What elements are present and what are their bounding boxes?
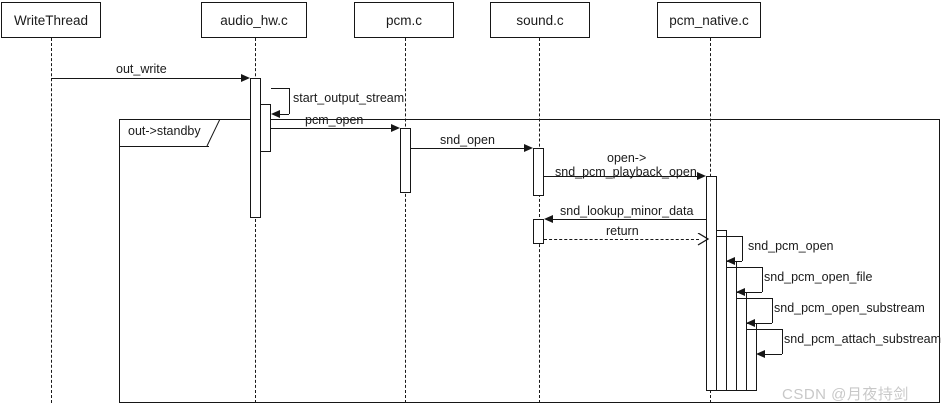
message-line-snd-pcm-open-file-bottom — [745, 292, 762, 293]
message-label-snd-pcm-playback-open-line1: open-> — [607, 151, 647, 165]
message-label-return: return — [606, 224, 639, 238]
message-label-snd-lookup-minor-data: snd_lookup_minor_data — [560, 204, 694, 218]
participant-label-writethread: WriteThread — [13, 12, 89, 28]
participant-label-pcm: pcm.c — [385, 12, 422, 28]
participant-sound[interactable]: sound.c — [490, 2, 590, 38]
message-label-snd-open: snd_open — [440, 133, 495, 147]
message-line-start-output-stream-right — [289, 88, 290, 114]
message-line-snd-pcm-attach-substream-right — [782, 329, 783, 354]
message-arrowhead-return — [697, 233, 710, 246]
message-label-snd-pcm-playback-open-line2: snd_pcm_playback_open — [555, 165, 697, 179]
message-arrowhead-snd-lookup-minor-data — [544, 214, 553, 223]
message-line-start-output-stream-top — [271, 88, 289, 89]
message-arrowhead-snd-pcm-open — [726, 256, 735, 265]
message-label-start-output-stream: start_output_stream — [293, 91, 405, 105]
fragment-tab-bottom-edge — [120, 146, 209, 147]
message-line-snd-pcm-open-bottom — [735, 261, 742, 262]
message-line-snd-pcm-open-top — [717, 236, 742, 237]
message-label-out-write: out_write — [116, 62, 167, 76]
fragment-tab-corner-icon — [206, 119, 221, 147]
activation-audio-hw-inner — [260, 104, 271, 152]
activation-pcm-main — [400, 128, 411, 193]
participant-label-audio-hw: audio_hw.c — [220, 12, 288, 28]
activation-sound-open — [533, 148, 544, 196]
participant-audio-hw[interactable]: audio_hw.c — [201, 2, 307, 38]
message-line-snd-pcm-open-file-top — [727, 267, 762, 268]
message-label-snd-pcm-open-file: snd_pcm_open_file — [764, 270, 873, 284]
message-arrowhead-snd-pcm-playback-open — [697, 171, 706, 180]
participant-writethread[interactable]: WriteThread — [1, 2, 101, 38]
participant-label-sound: sound.c — [516, 12, 564, 28]
message-arrowhead-pcm-open — [391, 123, 400, 132]
message-arrowhead-snd-open — [524, 143, 533, 152]
fragment-box-out-standby — [119, 119, 940, 403]
message-label-snd-pcm-attach-substream: snd_pcm_attach_substream — [784, 332, 942, 346]
message-line-return — [544, 239, 699, 240]
message-label-snd-pcm-open-substream: snd_pcm_open_substream — [774, 301, 925, 315]
message-line-pcm-open — [271, 128, 391, 129]
message-arrowhead-snd-pcm-open-substream — [746, 318, 755, 327]
message-line-snd-open — [411, 148, 524, 149]
participant-label-pcm-native: pcm_native.c — [669, 12, 749, 28]
message-line-snd-pcm-open-substream-top — [737, 298, 772, 299]
watermark-text: CSDN @月夜持剑 — [782, 386, 909, 403]
message-line-snd-pcm-open-right — [742, 236, 743, 261]
fragment-tab-out-standby: out->standby — [120, 120, 220, 146]
message-line-snd-pcm-playback-open — [544, 176, 697, 177]
message-arrowhead-snd-pcm-open-file — [736, 287, 745, 296]
message-label-pcm-open: pcm_open — [305, 113, 364, 127]
message-line-out-write — [51, 78, 241, 79]
message-line-snd-pcm-open-file-right — [762, 267, 763, 292]
message-arrowhead-out-write — [241, 73, 250, 82]
lifeline-pcm — [405, 38, 406, 403]
message-label-snd-pcm-open: snd_pcm_open — [748, 239, 834, 253]
message-line-snd-pcm-attach-substream-bottom — [765, 354, 782, 355]
activation-sound-lookup — [533, 219, 544, 244]
message-line-snd-lookup-minor-data — [553, 219, 706, 220]
lifeline-writethread — [51, 38, 52, 403]
message-arrowhead-start-output-stream — [271, 109, 280, 118]
participant-pcm-native[interactable]: pcm_native.c — [657, 2, 761, 38]
fragment-label: out->standby — [128, 124, 201, 138]
message-line-snd-pcm-attach-substream-top — [747, 329, 782, 330]
participant-pcm[interactable]: pcm.c — [354, 2, 454, 38]
message-line-start-output-stream-bottom — [280, 114, 289, 115]
message-arrowhead-snd-pcm-attach-substream — [756, 349, 765, 358]
lifeline-audio-hw — [255, 38, 256, 403]
message-line-snd-pcm-open-substream-bottom — [755, 323, 772, 324]
message-line-snd-pcm-open-substream-right — [772, 298, 773, 323]
